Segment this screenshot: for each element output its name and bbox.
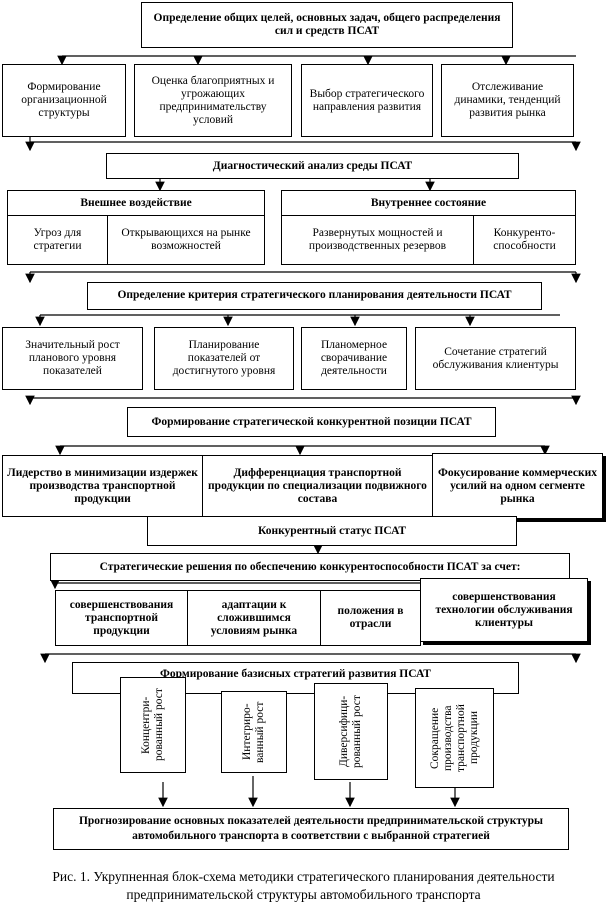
- direction-choice-box: Выбор стратегического направления развит…: [301, 64, 433, 137]
- production-reduction-label: Сокращение производства транспортной про…: [428, 704, 480, 772]
- concentrated-growth-box: Концентри-рованный рост: [120, 677, 186, 773]
- external-title: Внешнее воздействие: [7, 190, 265, 216]
- competitive-status-box: Конкурентный статус ПСАТ: [147, 516, 517, 546]
- integrated-growth-label: Интегриро-ванный рост: [241, 701, 266, 763]
- technology-improvement-box: совершенствования технологии обслуживани…: [420, 578, 588, 642]
- goals-box: Определение общих целей, основных задач,…: [141, 2, 513, 48]
- market-adaptation-box: адаптации к сложившимся условиям рынка: [187, 590, 321, 646]
- internal-competitiveness-box: Конкуренто-способности: [473, 215, 576, 265]
- cost-leadership-box: Лидерство в минимизации издержек произво…: [2, 455, 203, 517]
- market-tracking-box: Отслеживание динамики, тенденций развити…: [441, 64, 574, 137]
- integrated-growth-box: Интегриро-ванный рост: [221, 691, 287, 773]
- diagnostic-box: Диагностический анализ среды ПСАТ: [106, 153, 519, 179]
- planning-achieved-box: Планирование показателей от достигнутого…: [154, 327, 294, 390]
- wind-down-box: Планомерное сворачивание деятельности: [301, 327, 407, 390]
- competitive-position-box: Формирование стратегической конкурентной…: [127, 407, 496, 437]
- strategic-decisions-box: Стратегические решения по обеспечению ко…: [50, 553, 570, 581]
- diversified-growth-label: Диверсифици-рованный рост: [338, 695, 363, 768]
- industry-position-box: положения в отрасли: [320, 590, 421, 646]
- internal-title: Внутреннее состояние: [281, 190, 576, 216]
- external-opportunities-box: Открывающихся на рынке возможностей: [107, 215, 265, 265]
- diversified-growth-box: Диверсифици-рованный рост: [314, 683, 388, 780]
- external-threats-box: Угроз для стратегии: [7, 215, 108, 265]
- figure-caption: Рис. 1. Укрупненная блок-схема методики …: [52, 869, 555, 902]
- conditions-assessment-box: Оценка благоприятных и угрожающих предпр…: [134, 64, 292, 137]
- internal-reserves-box: Развернутых мощностей и производственных…: [281, 215, 474, 265]
- criteria-box: Определение критерия стратегического пла…: [87, 282, 542, 310]
- concentrated-growth-label: Концентри-рованный рост: [140, 688, 165, 762]
- production-reduction-box: Сокращение производства транспортной про…: [415, 688, 494, 788]
- product-improvement-box: совершенствования транспортной продукции: [55, 590, 188, 646]
- growth-box: Значительный рост планового уровня показ…: [2, 327, 143, 390]
- combined-strategies-box: Сочетание стратегий обслуживания клиенту…: [415, 327, 576, 390]
- focus-box: Фокусирование коммерческих усилий на одн…: [432, 453, 603, 519]
- org-structure-box: Формирование организационной структуры: [2, 64, 126, 137]
- differentiation-box: Дифференциация транспортной продукции по…: [202, 455, 433, 517]
- forecast-box: Прогнозирование основных показателей дея…: [53, 808, 569, 850]
